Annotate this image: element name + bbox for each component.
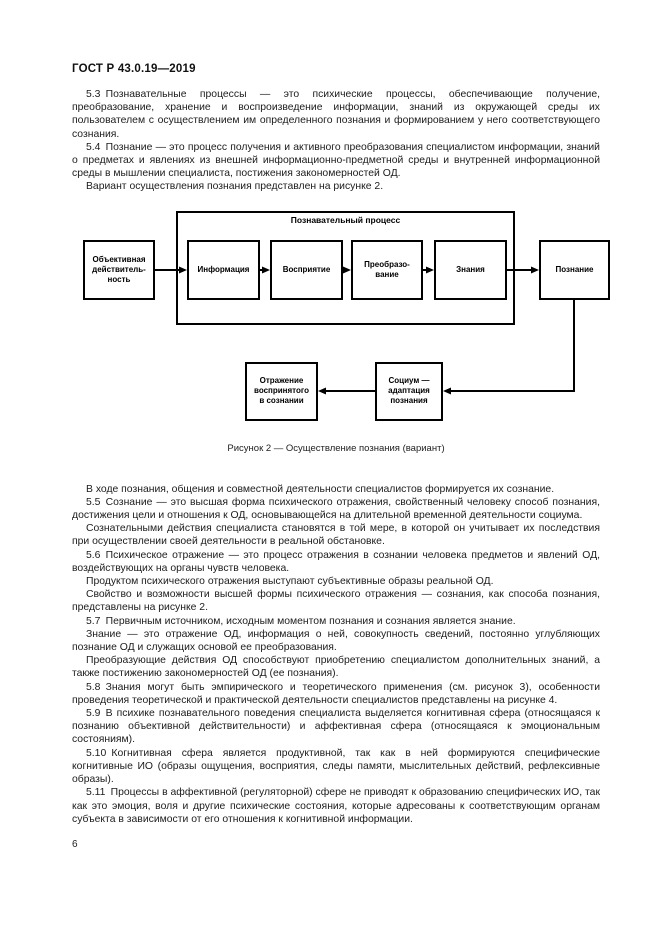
paragraph-property-of-reflection: Свойство и возможности высшей формы псих… (72, 589, 600, 614)
box-reflection-in-consciousness: Отражение воспринятого в сознании (245, 361, 318, 421)
paragraph-knowledge-definition: Знание — это отражение ОД, информация о … (72, 628, 600, 654)
box-objective-reality: Объективная действитель- ность (83, 239, 155, 300)
page-number: 6 (72, 838, 78, 850)
paragraph-5-6: 5.6 Психическое отражение — это процесс … (72, 549, 600, 574)
paragraph-5-8: 5.8 Знания могут быть эмпирического и те… (72, 681, 600, 706)
text-before-figure: 5.3 Познавательные процессы — это психич… (72, 88, 600, 194)
paragraph-5-9: 5.9 В психике познавательного поведения … (72, 708, 600, 746)
box-socium-adaptation: Социум — адаптация познания (375, 361, 443, 421)
cognitive-process-frame (176, 210, 515, 325)
box-perception: Восприятие (270, 239, 343, 300)
paragraph-consciousness-forming: В ходе познания, общения и совместной де… (86, 483, 555, 495)
paragraph-5-7: 5.7 Первичным источником, исходным момен… (86, 615, 516, 627)
paragraph-5-10: 5.10 Когнитивная сфера является продукти… (72, 747, 600, 786)
box-transformation: Преобразо- вание (351, 239, 423, 300)
figure-2-diagram: Познавательный процесс Объективная дейст… (0, 209, 661, 463)
box-knowledge: Знания (434, 239, 507, 300)
box-information: Информация (187, 239, 260, 300)
paragraph-5-11: 5.11 Процессы в аффективной (регуляторно… (72, 787, 600, 825)
paragraph-conscious-actions: Сознательными действия специалиста стано… (72, 523, 600, 548)
paragraph-transforming-actions: Преобразующие действия ОД способствуют п… (72, 655, 600, 680)
paragraph-5-3: 5.3 Познавательные процессы — это психич… (72, 89, 600, 140)
paragraph-product-of-reflection: Продуктом психического отражения выступа… (86, 576, 494, 588)
cognitive-process-label: Познавательный процесс (290, 214, 401, 225)
figure-caption: Рисунок 2 — Осуществление познания (вари… (227, 442, 445, 454)
paragraph-5-5: 5.5 Сознание — это высшая форма психичес… (72, 496, 600, 522)
paragraph-figure-ref: Вариант осуществления познания представл… (86, 181, 384, 193)
box-cognition: Познание (539, 239, 610, 300)
paragraph-5-4: 5.4 Познание — это процесс получения и а… (72, 141, 600, 180)
doc-number: ГОСТ Р 43.0.19—2019 (72, 63, 196, 75)
flow-arrows (155, 266, 575, 395)
text-after-figure: В ходе познания, общения и совместной де… (72, 483, 600, 826)
